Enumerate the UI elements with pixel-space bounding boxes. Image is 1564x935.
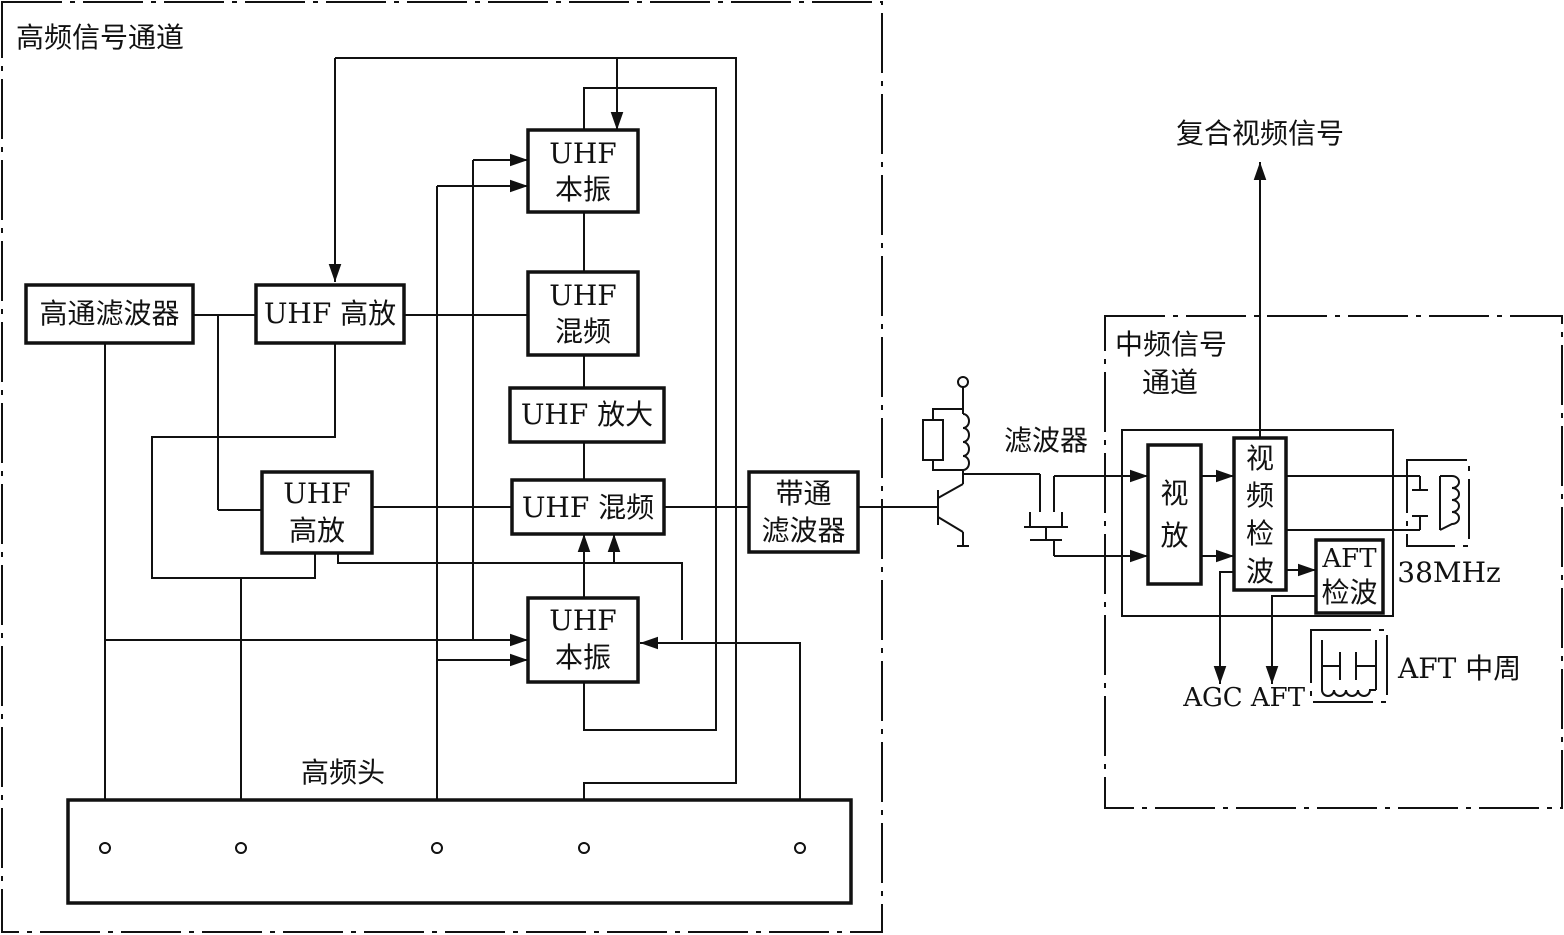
uhf-preamp-top-block: UHF 高放 <box>254 283 406 345</box>
filter-label: 滤波器 <box>1004 424 1088 457</box>
transistor-stage <box>922 376 1068 556</box>
aft-detector-label-2: 检波 <box>1321 576 1377 609</box>
tuned-circuit-38mhz <box>1406 459 1470 547</box>
video-detector-label-4: 波 <box>1246 555 1274 588</box>
uhf-mixer-top-label-2: 混频 <box>555 315 611 348</box>
bandpass-filter-block: 带通 滤波器 <box>747 470 860 554</box>
signal-wires <box>104 57 938 848</box>
aft-if-label: AFT 中周 <box>1397 652 1521 685</box>
highpass-filter-block: 高通滤波器 <box>24 283 195 345</box>
video-detector-block: 视 频 检 波 <box>1232 436 1288 592</box>
uhf-mixer-bottom-label: UHF 混频 <box>522 491 654 524</box>
video-detector-label-2: 频 <box>1246 479 1274 512</box>
video-detector-label-3: 检 <box>1246 517 1274 550</box>
tuner-label: 高频头 <box>301 756 385 789</box>
uhf-osc-top-label-2: 本振 <box>555 173 611 206</box>
video-detector-label-1: 视 <box>1246 442 1274 475</box>
uhf-preamp-bottom-label-1: UHF <box>283 477 350 510</box>
uhf-preamp-bottom-label-2: 高放 <box>289 514 345 547</box>
uhf-amplifier-label: UHF 放大 <box>521 398 653 431</box>
uhf-mixer-top-block: UHF 混频 <box>526 270 640 357</box>
freq-38mhz-label: 38MHz <box>1397 556 1500 589</box>
uhf-osc-top-label-1: UHF <box>549 137 616 170</box>
if-wires <box>1054 162 1420 684</box>
uhf-osc-bottom-label-2: 本振 <box>555 641 611 674</box>
uhf-amplifier-block: UHF 放大 <box>508 386 666 444</box>
uhf-osc-bottom-block: UHF 本振 <box>526 596 640 684</box>
if-channel-boundary <box>1104 315 1563 809</box>
aft-if-transformer <box>1310 629 1388 703</box>
highpass-filter-label: 高通滤波器 <box>39 297 179 330</box>
aft-detector-block: AFT 检波 <box>1314 538 1385 615</box>
rf-channel-title: 高频信号通道 <box>16 21 184 54</box>
aft-detector-label-1: AFT <box>1321 544 1377 574</box>
if-channel-title-1: 中频信号 <box>1115 328 1227 361</box>
uhf-preamp-top-label: UHF 高放 <box>264 297 396 330</box>
bandpass-filter-label-2: 滤波器 <box>761 514 845 547</box>
if-channel-title-2: 通道 <box>1142 366 1198 399</box>
rf-channel-boundary <box>1 1 883 933</box>
uhf-mixer-top-label-1: UHF <box>549 279 616 312</box>
uhf-osc-bottom-label-1: UHF <box>549 604 616 637</box>
uhf-preamp-bottom-block: UHF 高放 <box>260 470 374 555</box>
uhf-osc-top-block: UHF 本振 <box>526 128 640 214</box>
video-amp-block: 视 放 <box>1146 443 1203 586</box>
agc-label: AGC <box>1182 683 1242 713</box>
tuner-box <box>66 798 853 905</box>
uhf-mixer-bottom-block: UHF 混频 <box>510 478 666 536</box>
video-amp-label-2: 放 <box>1160 519 1188 552</box>
video-amp-label-1: 视 <box>1160 477 1188 510</box>
composite-video-label: 复合视频信号 <box>1176 117 1344 150</box>
bandpass-filter-label-1: 带通 <box>775 477 831 510</box>
aft-label: AFT <box>1250 683 1306 713</box>
